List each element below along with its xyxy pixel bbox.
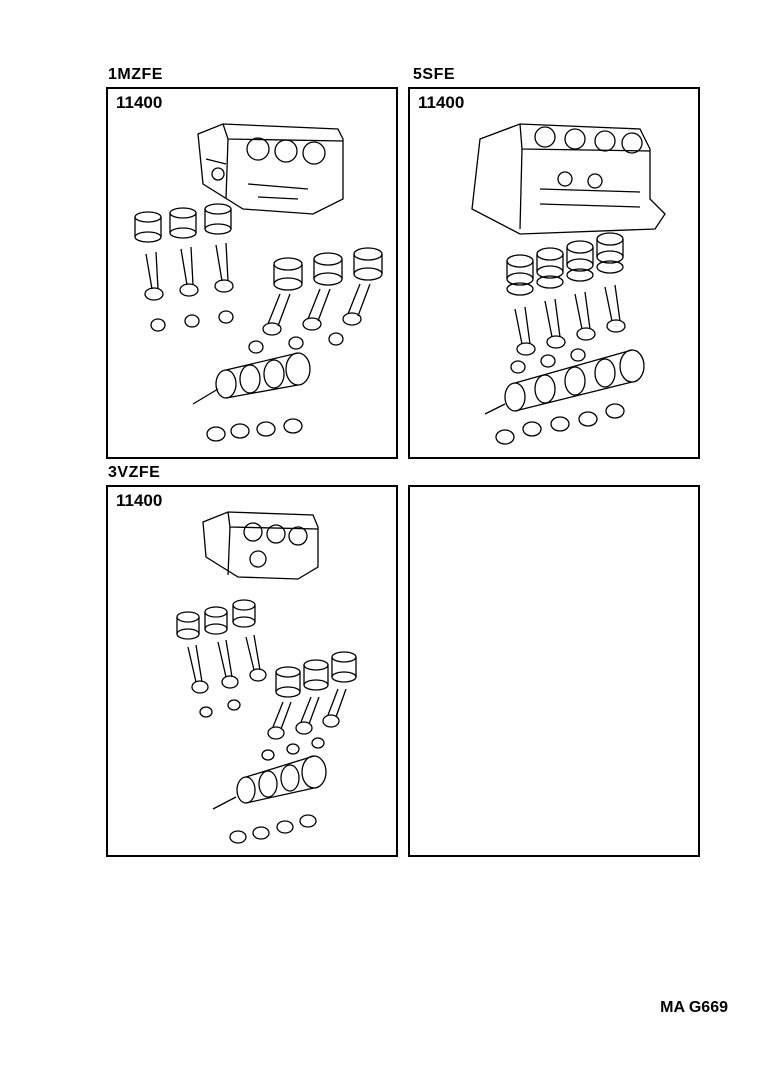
crankshaft-illustration xyxy=(193,353,310,404)
engine-parts-illustration-1mzfe xyxy=(108,89,396,457)
engine-block-illustration xyxy=(472,124,665,234)
piston-set-left-bank xyxy=(135,204,233,331)
panel-empty xyxy=(408,485,700,857)
engine-label-1mzfe: 1MZFE xyxy=(108,66,163,83)
panel-3vzfe: 11400 xyxy=(106,485,398,857)
part-number-1mzfe: 11400 xyxy=(116,93,163,112)
diagram-reference-code: MA G669 xyxy=(660,999,728,1016)
crankshaft-illustration xyxy=(213,756,326,809)
panel-5sfe: 11400 xyxy=(408,87,700,459)
piston-set-right-bank xyxy=(262,652,356,760)
engine-block-illustration xyxy=(198,124,343,214)
engine-parts-illustration-3vzfe xyxy=(108,487,396,855)
piston-set-right-bank xyxy=(249,248,382,353)
piston-set-left-bank xyxy=(177,600,266,717)
part-number-5sfe: 11400 xyxy=(418,93,465,112)
engine-block-illustration xyxy=(203,512,318,579)
engine-label-3vzfe: 3VZFE xyxy=(108,464,161,481)
engine-parts-illustration-5sfe xyxy=(410,89,698,457)
piston-set xyxy=(507,233,625,373)
part-number-3vzfe: 11400 xyxy=(116,491,163,510)
panel-1mzfe: 11400 xyxy=(106,87,398,459)
engine-label-5sfe: 5SFE xyxy=(413,66,456,83)
bearing-set xyxy=(207,419,302,441)
bearing-set xyxy=(230,815,316,843)
bearing-set xyxy=(496,404,624,444)
crankshaft-illustration xyxy=(485,350,644,414)
